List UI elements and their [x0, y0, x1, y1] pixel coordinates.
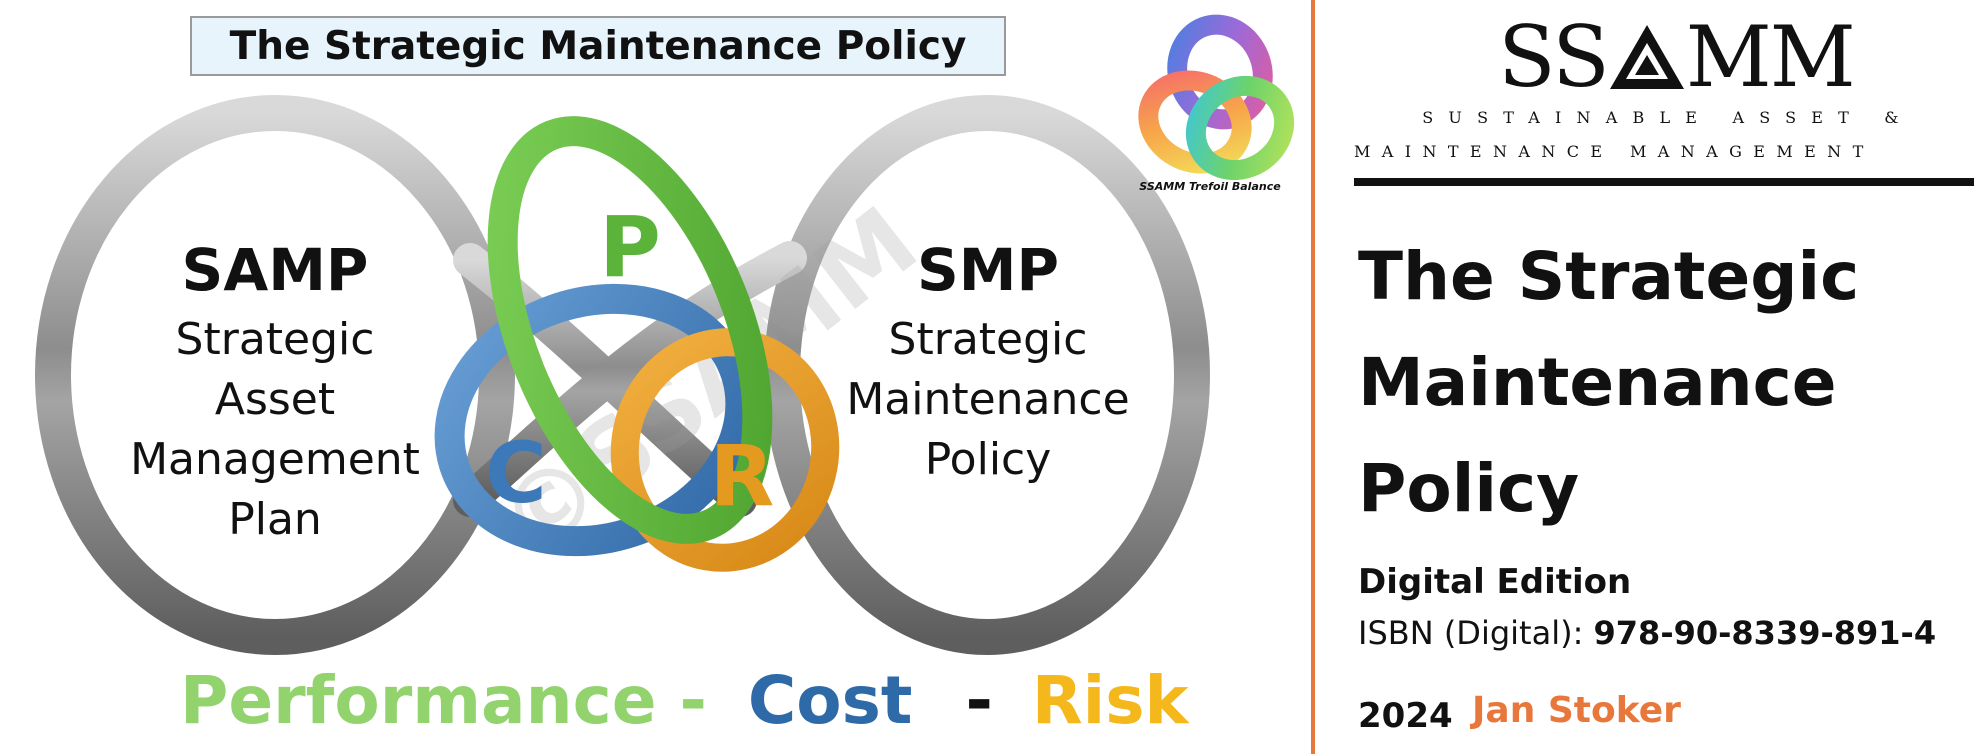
smp-line-2: Maintenance	[846, 374, 1129, 425]
smp-line-3: Policy	[925, 434, 1052, 485]
letter-r: R	[710, 427, 775, 525]
tagline-performance: Performance -	[180, 662, 707, 739]
tagline: Performance - Cost - Risk	[180, 662, 1188, 742]
samp-line-2: Asset	[215, 374, 335, 425]
brand-subtitle-2: MAINTENANCE MANAGEMENT	[1354, 142, 1875, 161]
tagline-dash: -	[965, 662, 993, 739]
ssamm-wordmark: SS MM	[1476, 8, 1876, 106]
isbn-label: ISBN (Digital):	[1358, 614, 1584, 652]
brand-name-left: SS	[1498, 8, 1610, 106]
logo-caption: SSAMM Trefoil Balance	[1139, 180, 1281, 193]
trefoil-balance-logo	[1138, 14, 1295, 181]
infinity-trefoil-diagram: ©SSAMM P C R SAMP Strategic Asset Manage…	[35, 95, 1210, 655]
samp-line-4: Plan	[228, 494, 322, 545]
book-title-line-3: Policy	[1358, 450, 1580, 527]
pyramid-icon	[1609, 25, 1684, 89]
banner-title: The Strategic Maintenance Policy	[190, 16, 1006, 76]
tagline-cost: Cost	[747, 662, 913, 739]
diagram-panel: The Strategic Maintenance Policy	[35, 14, 1295, 742]
book-title: The Strategic Maintenance Policy	[1358, 224, 1978, 542]
book-title-line-1: The Strategic	[1358, 238, 1860, 315]
samp-heading: SAMP	[182, 236, 369, 304]
isbn-value: 978-90-8339-891-4	[1593, 614, 1937, 652]
samp-line-1: Strategic	[176, 314, 375, 365]
brand-name-right: MM	[1685, 8, 1856, 106]
brand-rule	[1354, 178, 1974, 186]
green-trefoil-ring	[487, 116, 773, 544]
smp-line-1: Strategic	[889, 314, 1088, 365]
edition-label: Digital Edition	[1358, 562, 1632, 602]
author-name: Jan Stoker	[1472, 690, 1681, 731]
tagline-risk: Risk	[1031, 662, 1189, 739]
blue-trefoil-ring	[434, 283, 756, 557]
letter-p: P	[599, 198, 661, 296]
publication-year: 2024	[1358, 696, 1453, 736]
left-metal-ring	[35, 95, 515, 655]
brand-subtitle-1: SUSTAINABLE ASSET &	[1422, 108, 1914, 127]
vertical-divider	[1311, 0, 1315, 754]
isbn: ISBN (Digital): 978-90-8339-891-4	[1358, 614, 1936, 652]
book-info-panel: SS MM SUSTAINABLE ASSET & MAINTENANCE MA…	[1316, 0, 1982, 754]
samp-line-3: Management	[130, 434, 420, 485]
book-title-line-2: Maintenance	[1358, 344, 1837, 421]
letter-c: C	[485, 424, 547, 522]
smp-heading: SMP	[917, 236, 1059, 304]
